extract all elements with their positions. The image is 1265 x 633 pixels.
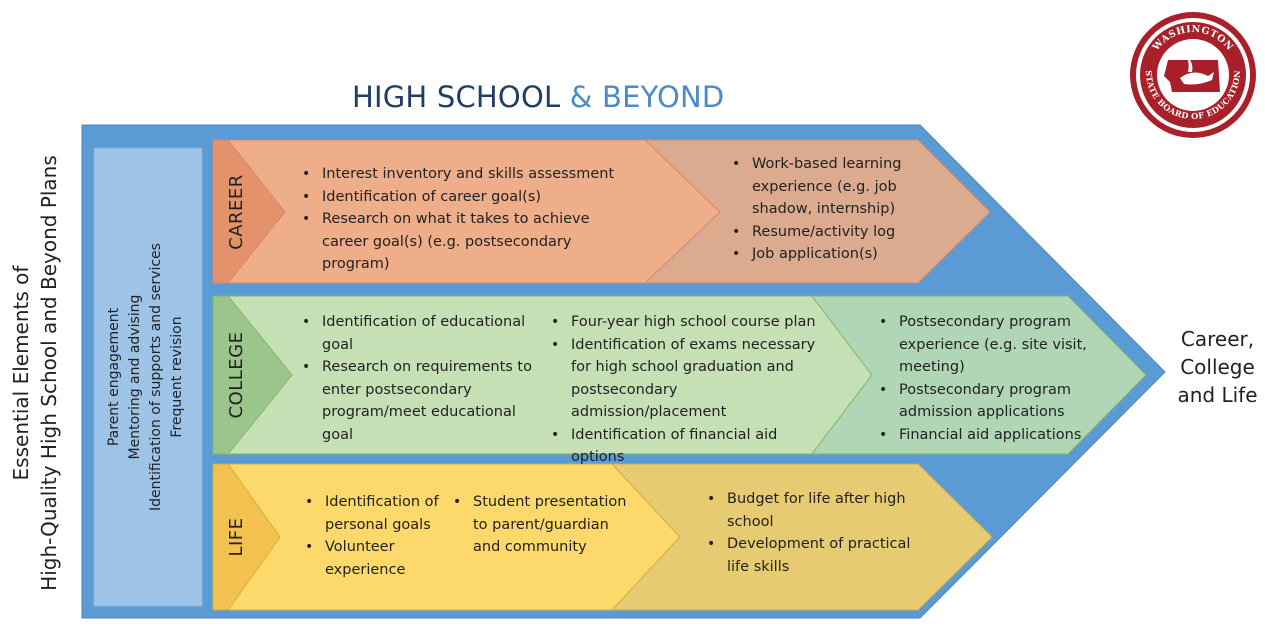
list-item: Identification of personal goals [303,491,453,536]
life-stage1b-list: Student presentation to parent/guardian … [451,491,631,559]
support-item: Frequent revision [169,316,185,438]
title-ampersand: & [569,80,593,114]
list-item: Work-based learning experience (e.g. job… [730,153,930,221]
list-item: Research on requirements to enter postse… [300,356,540,446]
list-item: Postsecondary program experience (e.g. s… [877,311,1087,379]
essential-line-2: High-Quality High School and Beyond Plan… [37,155,61,591]
life-label-tab [212,463,281,611]
list-item: Student presentation to parent/guardian … [451,491,631,559]
list-item: Identification of exams necessary for hi… [549,334,834,424]
life-label: LIFE [226,517,247,557]
support-item: Parent engagement [106,307,122,447]
title-part2: BEYOND [602,80,725,114]
list-item: Volunteer experience [303,536,453,581]
list-item: Interest inventory and skills assessment [300,163,630,186]
title-part1: HIGH SCHOOL [352,80,561,114]
career-label: CAREER [226,174,247,250]
list-item: Research on what it takes to achieve car… [300,208,630,276]
college-label: COLLEGE [226,331,247,419]
essential-elements-heading: Essential Elements of High-Quality High … [7,113,67,633]
career-stage1-list: Interest inventory and skills assessment… [300,163,630,276]
college-stage1b-list: Four-year high school course plan Identi… [549,311,834,469]
list-item: Financial aid applications [877,424,1087,447]
life-stage2-list: Budget for life after high school Develo… [705,488,920,578]
college-stage1a-list: Identification of educational goal Resea… [300,311,540,446]
list-item: Resume/activity log [730,221,930,244]
list-item: Identification of career goal(s) [300,186,630,209]
support-item: Identification of supports and services [148,243,164,511]
list-item: Identification of educational goal [300,311,540,356]
list-item: Budget for life after high school [705,488,920,533]
list-item: Four-year high school course plan [549,311,834,334]
list-item: Identification of financial aid options [549,424,834,469]
list-item: Job application(s) [730,243,930,266]
supports-box [93,147,203,607]
list-item: Development of practical life skills [705,533,920,578]
career-label-tab [212,139,286,284]
supports-list: Parent engagement Mentoring and advising… [104,157,190,597]
college-label-tab [212,295,293,455]
end-label: Career, College and Life [1177,327,1258,407]
essential-line-1: Essential Elements of [9,265,33,481]
college-stage2-list: Postsecondary program experience (e.g. s… [877,311,1087,446]
state-board-seal-logo: WASHINGTON STATE BOARD OF EDUCATION [1130,12,1256,138]
life-stage1a-list: Identification of personal goals Volunte… [303,491,453,581]
list-item: Postsecondary program admission applicat… [877,379,1087,424]
career-stage2-list: Work-based learning experience (e.g. job… [730,153,930,266]
page-title: HIGH SCHOOL & BEYOND [352,80,724,114]
support-item: Mentoring and advising [127,294,143,460]
